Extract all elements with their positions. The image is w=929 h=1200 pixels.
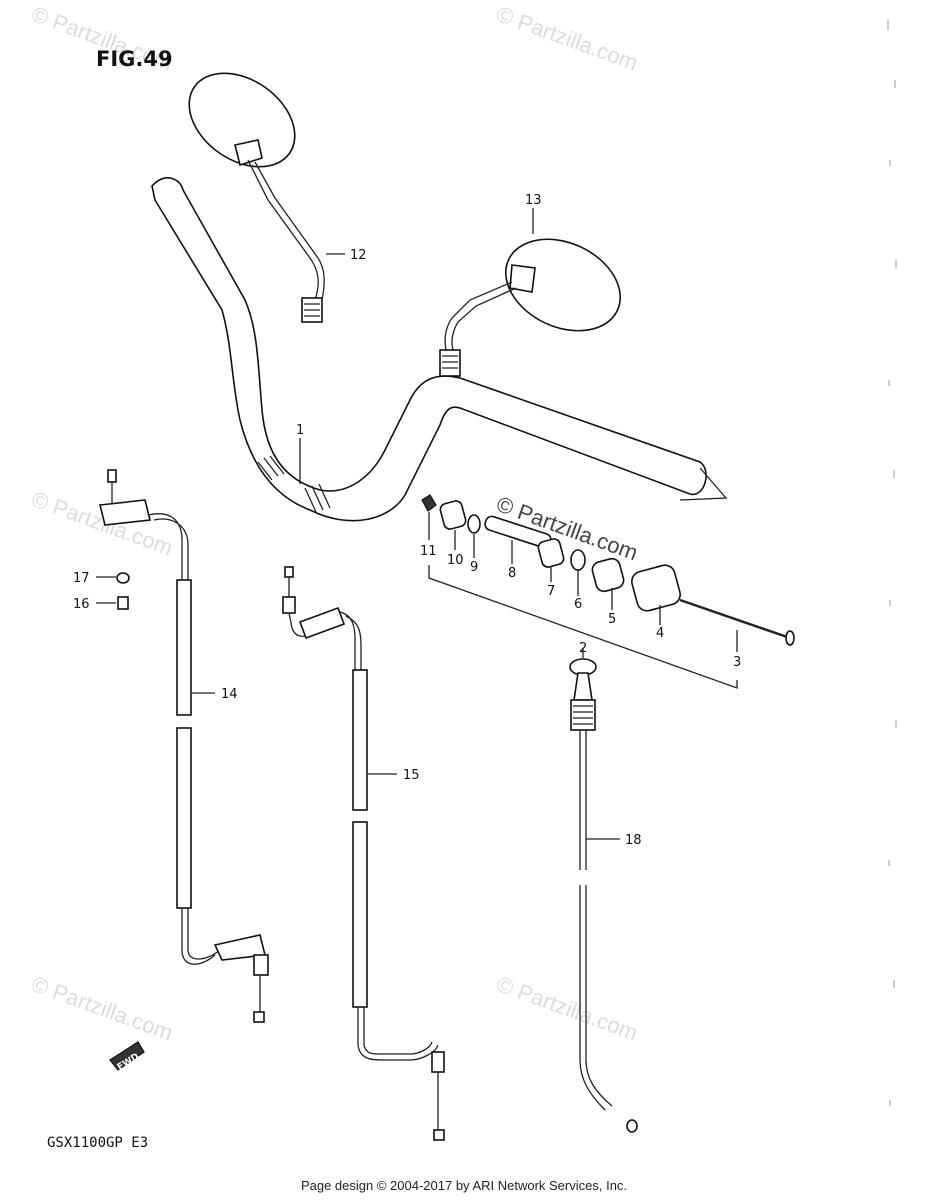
part-label-17: 17 [73,571,90,586]
watermark-3: © Partzilla.com [28,486,176,560]
part-labels: 1 2 3 4 5 6 7 8 9 10 11 12 13 14 15 16 1… [73,193,741,848]
part-label-14: 14 [221,687,238,702]
part-label-2: 2 [579,641,587,656]
grip-components-drawing [421,494,795,646]
scan-edge [887,20,897,1106]
part-label-4: 4 [656,626,664,641]
fwd-arrow-icon: FWD [109,1041,145,1073]
part-label-9: 9 [470,560,478,575]
right-mirror-drawing [439,238,622,377]
model-code: GSX1100GP E3 [47,1135,148,1151]
part-label-16: 16 [73,597,90,612]
watermark-5: © Partzilla.com [493,971,641,1045]
group-bracket [428,565,738,689]
leader-lines [96,208,738,840]
throttle-cable-15-drawing [282,566,445,1141]
part-label-12: 12 [350,248,367,263]
watermark-2: © Partzilla.com [493,1,641,75]
part-label-13: 13 [525,193,542,208]
part-label-18: 18 [625,833,642,848]
part-label-5: 5 [608,612,616,627]
part-label-15: 15 [403,768,420,783]
part-label-11: 11 [420,544,437,559]
figure-title: FIG.49 [96,47,173,71]
choke-cable-drawing [569,658,638,1133]
page-footer: Page design © 2004-2017 by ARI Network S… [301,1178,627,1193]
watermark-4: © Partzilla.com [28,971,176,1045]
part-label-7: 7 [547,584,555,599]
part-label-1: 1 [296,423,304,438]
left-mirror-drawing [188,72,325,323]
handlebar-drawing [151,177,728,522]
part-label-10: 10 [447,553,464,568]
throttle-cable-14-drawing [99,469,269,1023]
part-label-8: 8 [508,566,516,581]
part-label-6: 6 [574,597,582,612]
part-label-3: 3 [733,655,741,670]
